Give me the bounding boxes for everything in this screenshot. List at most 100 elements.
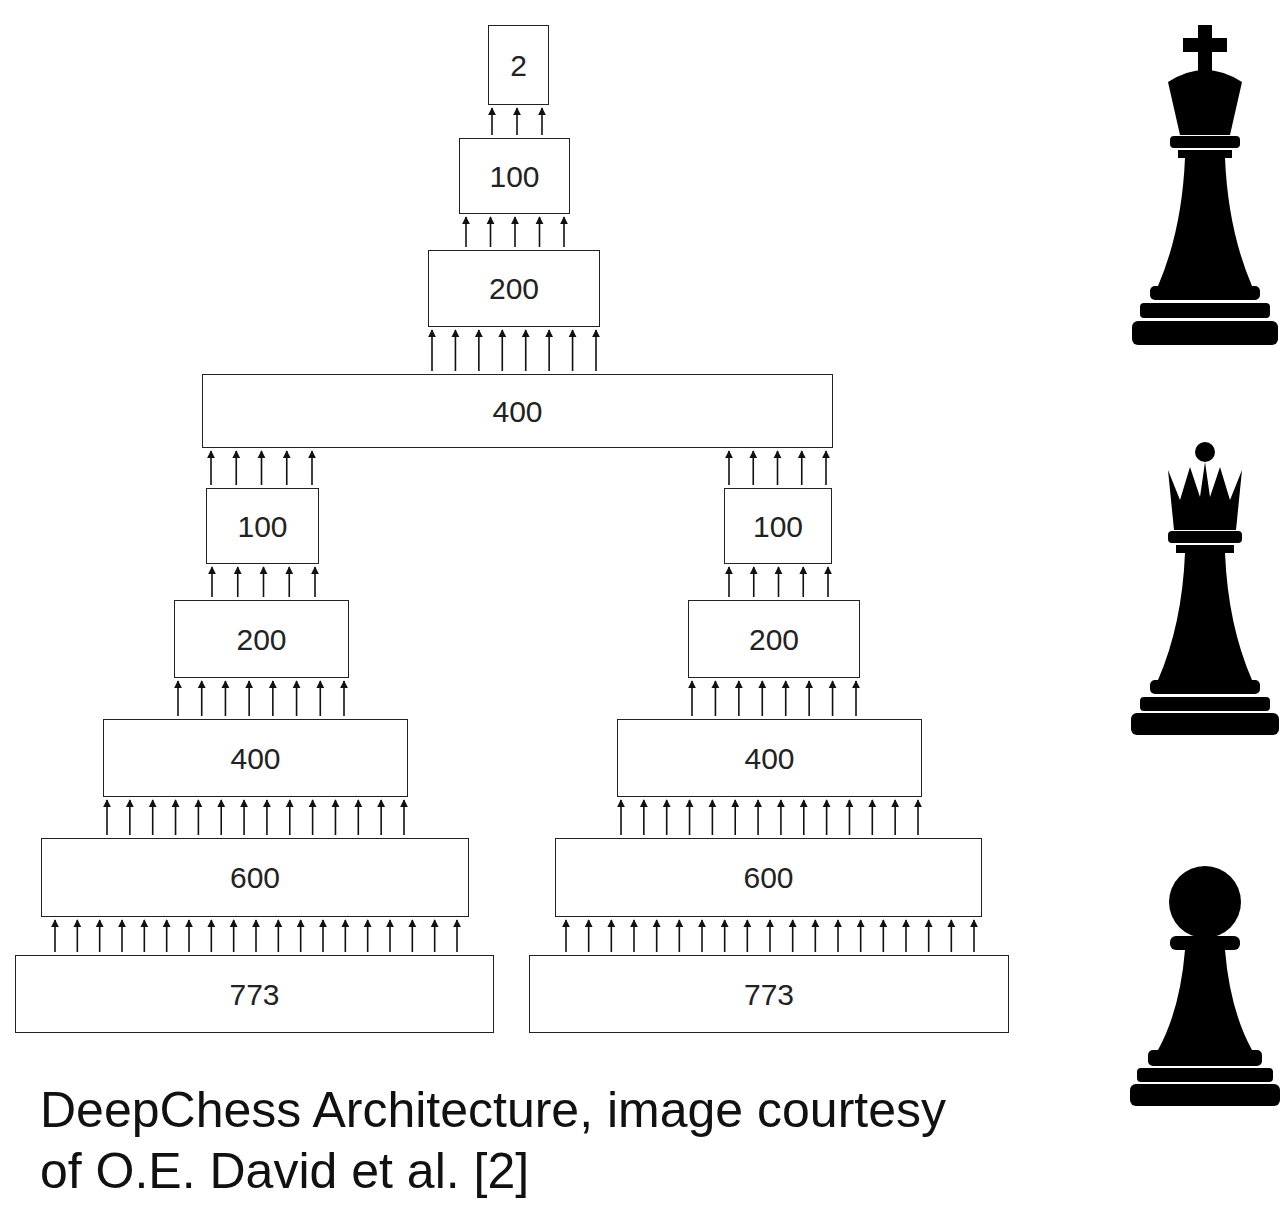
pawn-collar [1170, 936, 1240, 950]
arrow-line [815, 920, 817, 952]
arrow-line [225, 681, 227, 716]
pawn-base [1130, 1084, 1280, 1106]
arrow-line [849, 800, 851, 835]
layer-size: 773 [229, 978, 279, 1011]
arrow-line [243, 800, 245, 835]
king-body [1158, 158, 1252, 286]
layer-size: 100 [489, 160, 539, 193]
layer-box: 100 [206, 488, 319, 564]
arrow-line [712, 800, 714, 835]
layer-box: 600 [41, 838, 469, 917]
figure-caption: DeepChess Architecture, image courtesy o… [40, 1080, 1000, 1202]
arrow-line [335, 800, 337, 835]
arrow-line [237, 567, 239, 597]
arrow-line [152, 800, 154, 835]
pawn-head [1169, 866, 1241, 938]
arrow-line [747, 920, 749, 952]
king-collar [1170, 136, 1240, 148]
arrow-line [455, 330, 457, 371]
arrow-line [872, 800, 874, 835]
layer-box: 200 [174, 600, 349, 678]
arrow-line [286, 451, 288, 485]
arrow-line [278, 920, 280, 952]
arrow-line [188, 920, 190, 952]
arrow-line [201, 681, 203, 716]
arrow-line [255, 920, 257, 952]
arrow-line [780, 800, 782, 835]
pawn-base [1148, 1050, 1262, 1066]
arrow-bundle [178, 681, 344, 716]
arrow-line [288, 567, 290, 597]
king-base [1140, 303, 1270, 318]
arrow-line [837, 920, 839, 952]
arrow-line [548, 330, 550, 371]
arrow-line [917, 800, 919, 835]
layer-size: 400 [492, 395, 542, 428]
arrow-line [620, 800, 622, 835]
arrow-line [211, 920, 213, 952]
layer-size: 200 [749, 623, 799, 656]
king-cross [1183, 38, 1227, 52]
arrow-line [263, 567, 265, 597]
layer-size: 200 [236, 623, 286, 656]
arrow-line [777, 451, 779, 485]
queen-body [1158, 553, 1252, 680]
arrow-line [312, 800, 314, 835]
layer-box: 400 [103, 719, 408, 797]
arrow-line [827, 567, 829, 597]
arrow-bundle [432, 330, 596, 371]
queen-base [1150, 680, 1260, 694]
king-collar [1178, 150, 1232, 158]
arrow-line [808, 681, 810, 716]
layer-box: 400 [202, 374, 833, 448]
arrow-line [803, 800, 805, 835]
arrow-line [478, 330, 480, 371]
layer-size: 600 [230, 861, 280, 894]
arrow-line [563, 217, 565, 247]
arrow-line [643, 800, 645, 835]
arrow-line [54, 920, 56, 952]
arrow-line [319, 681, 321, 716]
arrow-line [465, 217, 467, 247]
arrow-line [656, 920, 658, 952]
arrow-line [389, 920, 391, 952]
layer-size: 600 [743, 861, 793, 894]
arrow-line [905, 920, 907, 952]
arrow-line [434, 920, 436, 952]
arrow-line [175, 800, 177, 835]
king-piece [1132, 25, 1278, 345]
arrow-bundle [107, 800, 404, 835]
layer-box: 200 [688, 600, 860, 678]
arrow-line [144, 920, 146, 952]
arrow-line [431, 330, 433, 371]
arrow-line [289, 800, 291, 835]
arrow-line [235, 451, 237, 485]
pawn-piece [1130, 866, 1280, 1106]
arrow-line [272, 681, 274, 716]
arrow-line [261, 451, 263, 485]
arrow-line [724, 920, 726, 952]
arrow-line [311, 451, 313, 485]
arrow-line [248, 681, 250, 716]
arrow-line [565, 920, 567, 952]
king-base [1132, 321, 1278, 345]
arrow-line [367, 920, 369, 952]
arrow-line [121, 920, 123, 952]
queen-base [1131, 713, 1279, 735]
arrow-line [296, 681, 298, 716]
arrow-line [738, 681, 740, 716]
layer-box: 100 [459, 138, 570, 214]
layer-size: 773 [744, 978, 794, 1011]
arrow-line [177, 681, 179, 716]
pawn-body [1158, 950, 1252, 1050]
arrow-line [825, 451, 827, 485]
arrow-line [412, 920, 414, 952]
layer-box: 200 [428, 250, 600, 327]
king-base [1150, 286, 1260, 300]
layer-size: 400 [230, 742, 280, 775]
arrow-bundle [729, 567, 828, 597]
arrow-line [951, 920, 953, 952]
arrow-line [403, 800, 405, 835]
arrow-line [490, 217, 492, 247]
